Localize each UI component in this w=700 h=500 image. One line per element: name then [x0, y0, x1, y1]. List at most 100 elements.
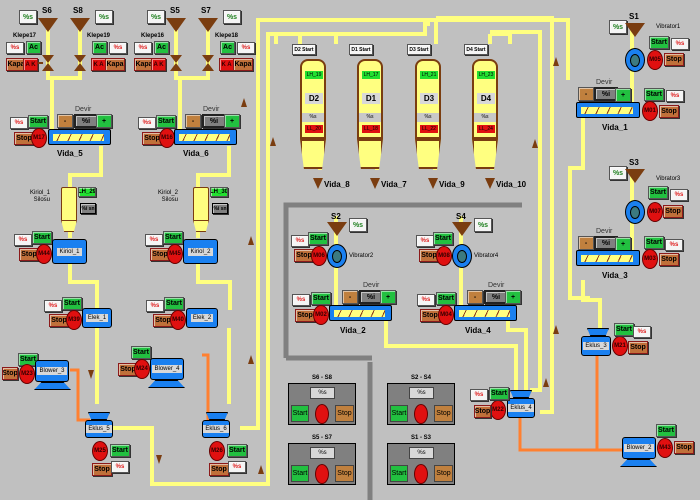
group-s6-s8-stop-button[interactable]: Stop	[335, 405, 354, 422]
vida6-speed-down-button[interactable]: -	[185, 114, 201, 128]
vida1-speed-down-button[interactable]: -	[578, 87, 594, 101]
s8-percent-button[interactable]: %s	[95, 10, 113, 24]
klepe18-close-button[interactable]: Kapa	[233, 58, 253, 71]
eklus4-start-button[interactable]: Start	[489, 387, 509, 400]
klepe19-open-button[interactable]: Ac	[92, 41, 107, 54]
blower2-stop-button[interactable]: Stop	[674, 441, 694, 454]
vida5-percent-button[interactable]: %s	[10, 117, 28, 129]
elek2-start-button[interactable]: Start	[164, 297, 184, 310]
vibrator2-unit[interactable]	[327, 244, 347, 268]
d4-start-button[interactable]: D4 Start	[464, 44, 488, 55]
klepe16-valve-icon[interactable]	[170, 55, 182, 71]
klepe17-valve-icon[interactable]	[42, 55, 54, 71]
group-s1-s3-stop-button[interactable]: Stop	[434, 465, 453, 482]
vida6-percent-button[interactable]: %s	[138, 117, 156, 129]
vibrator4-stop-button[interactable]: Stop	[419, 249, 439, 262]
blower2-unit[interactable]: Blower_2	[622, 437, 656, 459]
klepe18-percent-button[interactable]: %s	[237, 42, 255, 54]
vida4-percent-button[interactable]: %s	[417, 294, 435, 306]
group-s1-s3-percent-button[interactable]: %s	[409, 447, 434, 459]
vibrator1-start-button[interactable]: Start	[649, 36, 669, 49]
klepe19-close-button[interactable]: Kapa	[105, 58, 125, 71]
s5-percent-button[interactable]: %s	[147, 10, 165, 24]
d1-start-button[interactable]: D1 Start	[349, 44, 373, 55]
vibrator1-stop-button[interactable]: Stop	[664, 53, 684, 66]
elek2-unit[interactable]: Elek_2	[186, 308, 218, 328]
eklus6-start-button[interactable]: Start	[227, 444, 247, 457]
eklus4-stop-button[interactable]: Stop	[474, 405, 491, 418]
group-s2-s4-start-button[interactable]: Start	[390, 405, 408, 422]
vida6-speed-up-button[interactable]: +	[224, 114, 240, 128]
vibrator4-unit[interactable]	[452, 244, 472, 268]
blower4-stop-button[interactable]: Stop	[118, 363, 138, 376]
group-s5-s7-stop-button[interactable]: Stop	[335, 465, 354, 482]
eklus6-unit[interactable]: Eklus_6	[202, 420, 230, 438]
vida2-speed-down-button[interactable]: -	[342, 290, 358, 304]
kiriol1-start-button[interactable]: Start	[32, 231, 52, 244]
eklus3-stop-button[interactable]: Stop	[628, 341, 648, 354]
eklus3-percent-button[interactable]: %s	[633, 326, 651, 338]
vida1-start-button[interactable]: Start	[644, 88, 664, 101]
eklus5-percent-button[interactable]: %s	[111, 461, 129, 473]
klepe18-open-button[interactable]: Ac	[220, 41, 235, 54]
klepe19-valve-icon[interactable]	[74, 55, 86, 71]
vida3-stop-button[interactable]: Stop	[659, 253, 679, 266]
vida3-speed-down-button[interactable]: -	[578, 236, 594, 250]
vibrator4-percent-button[interactable]: %s	[416, 235, 434, 247]
vibrator4-start-button[interactable]: Start	[433, 232, 453, 245]
vida4-speed-down-button[interactable]: -	[467, 290, 483, 304]
vida3-start-button[interactable]: Start	[644, 236, 664, 249]
vida5-speed-up-button[interactable]: +	[96, 114, 112, 128]
klepe17-open-button[interactable]: Ac	[26, 41, 41, 54]
group-s2-s4-percent-button[interactable]: %s	[409, 387, 434, 399]
s4-percent-button[interactable]: %s	[474, 218, 492, 232]
kiriol1-unit[interactable]: Kiriol_1	[52, 239, 87, 264]
s6-percent-button[interactable]: %s	[19, 10, 37, 24]
d3-start-button[interactable]: D3 Start	[407, 44, 431, 55]
s2-percent-button[interactable]: %s	[349, 218, 367, 232]
group-s1-s3-start-button[interactable]: Start	[390, 465, 408, 482]
kiriol2-stop-button[interactable]: Stop	[150, 248, 170, 261]
vida1-percent-button[interactable]: %s	[666, 90, 684, 102]
group-s6-s8-percent-button[interactable]: %s	[310, 387, 335, 399]
blower4-unit[interactable]: Blower_4	[150, 358, 184, 380]
s7-percent-button[interactable]: %s	[223, 10, 241, 24]
vida2-speed-up-button[interactable]: +	[380, 290, 396, 304]
vida3-speed-up-button[interactable]: +	[615, 237, 631, 251]
vibrator3-start-button[interactable]: Start	[648, 186, 668, 199]
group-s2-s4-stop-button[interactable]: Stop	[434, 405, 453, 422]
klepe19-percent-button[interactable]: %s	[109, 42, 127, 54]
vida1-speed-up-button[interactable]: +	[615, 88, 631, 102]
eklus4-percent-button[interactable]: %s	[470, 389, 488, 401]
blower3-stop-button[interactable]: Stop	[2, 367, 18, 380]
klepe16-open-button[interactable]: Ac	[154, 41, 169, 54]
vida4-speed-up-button[interactable]: +	[505, 290, 521, 304]
klepe18-valve-icon[interactable]	[202, 55, 214, 71]
eklus3-start-button[interactable]: Start	[614, 323, 634, 336]
klepe16-percent-button[interactable]: %s	[134, 42, 152, 54]
eklus5-unit[interactable]: Eklus_5	[85, 420, 113, 438]
kiriol2-percent-button[interactable]: %s	[145, 234, 163, 246]
vida4-start-button[interactable]: Start	[436, 292, 456, 305]
group-s5-s7-start-button[interactable]: Start	[291, 465, 309, 482]
kiriol1-percent-button[interactable]: %s	[14, 234, 32, 246]
group-s5-s7-percent-button[interactable]: %s	[310, 447, 335, 459]
kiriol2-unit[interactable]: Kiriol_2	[183, 239, 218, 264]
elek2-percent-button[interactable]: %s	[146, 300, 164, 312]
kiriol1-stop-button[interactable]: Stop	[19, 248, 39, 261]
vibrator1-unit[interactable]	[625, 48, 645, 72]
blower3-unit[interactable]: Blower_3	[35, 360, 69, 382]
vida6-start-button[interactable]: Start	[156, 115, 176, 128]
eklus3-unit[interactable]: Eklus_3	[581, 336, 611, 356]
eklus6-stop-button[interactable]: Stop	[209, 463, 229, 476]
blower2-start-button[interactable]: Start	[656, 424, 676, 437]
kiriol2-start-button[interactable]: Start	[163, 231, 183, 244]
vibrator3-unit[interactable]	[625, 200, 645, 224]
elek1-percent-button[interactable]: %s	[44, 300, 62, 312]
vida3-percent-button[interactable]: %s	[665, 239, 683, 251]
vida2-percent-button[interactable]: %s	[292, 294, 310, 306]
eklus4-unit[interactable]: Eklus_4	[507, 398, 535, 418]
blower4-start-button[interactable]: Start	[131, 346, 151, 359]
vida1-stop-button[interactable]: Stop	[659, 105, 679, 118]
vida5-speed-down-button[interactable]: -	[57, 114, 73, 128]
